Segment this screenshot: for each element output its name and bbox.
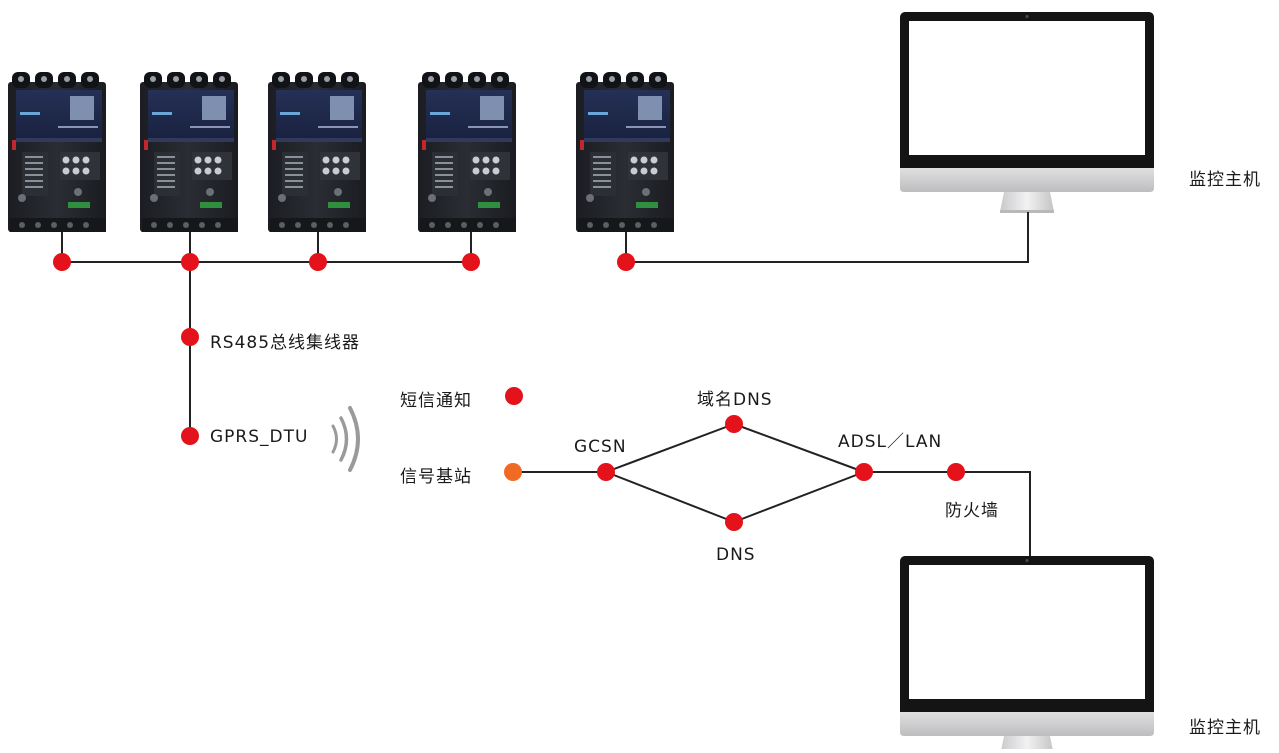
node-adsl-lan: [855, 463, 873, 481]
monitor-top-icon: [900, 12, 1154, 213]
node-gcsn: [597, 463, 615, 481]
node-bus-1: [53, 253, 71, 271]
node-bus-2: [181, 253, 199, 271]
node-sms-notify: [505, 387, 523, 405]
gprs-dtu-label: GPRS_DTU: [210, 427, 309, 447]
monitor-bottom-icon: [900, 556, 1154, 753]
node-bus-3: [309, 253, 327, 271]
breaker-device-5: [576, 72, 674, 232]
monitor-host-top-label: 监控主机: [1189, 170, 1261, 190]
breaker-device-3: [268, 72, 366, 232]
node-bus-4: [462, 253, 480, 271]
node-firewall: [947, 463, 965, 481]
adsl-lan-label: ADSL／LAN: [838, 432, 943, 452]
breaker-device-4: [418, 72, 516, 232]
node-dns: [725, 513, 743, 531]
wireless-signal-icon: [331, 406, 360, 472]
sms-notify-label: 短信通知: [400, 391, 472, 411]
network-nodes: [53, 253, 965, 531]
dns-label: DNS: [716, 545, 756, 565]
firewall-label: 防火墙: [945, 501, 999, 521]
base-station-label: 信号基站: [400, 467, 472, 487]
node-domain-dns: [725, 415, 743, 433]
node-bus-5: [617, 253, 635, 271]
node-rs485-hub: [181, 328, 199, 346]
gcsn-label: GCSN: [574, 437, 627, 457]
node-gprs-dtu: [181, 427, 199, 445]
monitor-host-bottom-label: 监控主机: [1189, 718, 1261, 738]
breaker-device-1: [8, 72, 106, 232]
rs485-hub-label: RS485总线集线器: [210, 333, 361, 353]
domain-dns-label: 域名DNS: [697, 390, 773, 410]
node-base-station: [504, 463, 522, 481]
breaker-device-2: [140, 72, 238, 232]
connection-lines: [61, 212, 1031, 556]
